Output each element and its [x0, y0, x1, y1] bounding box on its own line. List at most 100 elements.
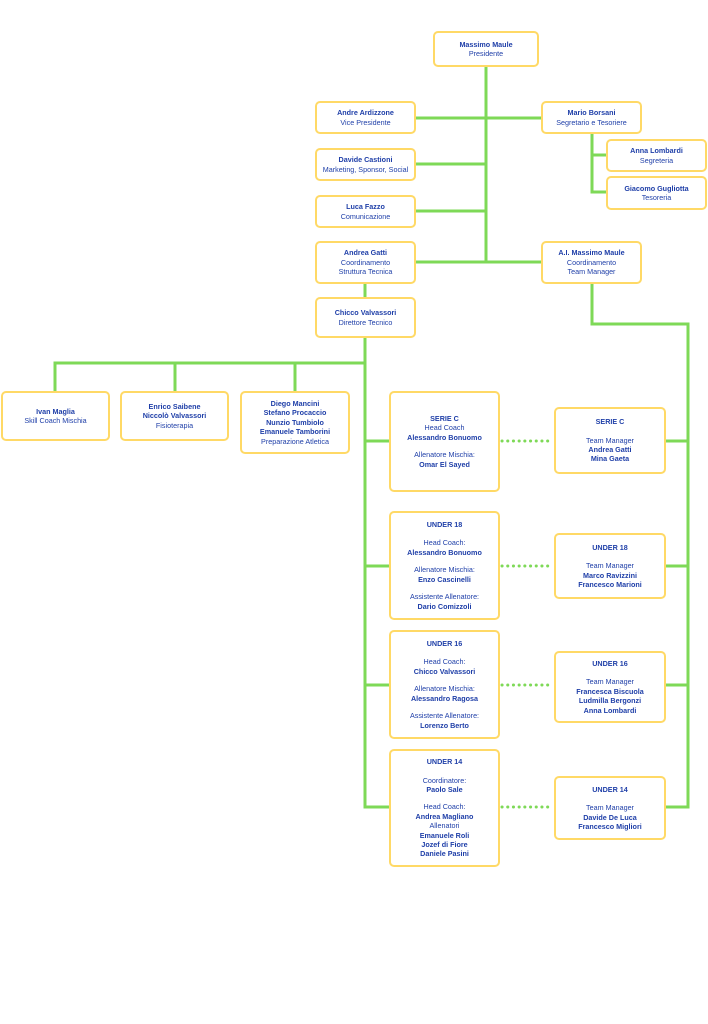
u16-coach-name2: Alessandro Ragosa — [410, 693, 479, 703]
dotted-links — [500, 439, 553, 809]
seriec-coach-title: SERIE C — [430, 413, 459, 423]
atletica-name3: Nunzio Tumbiolo — [266, 417, 324, 427]
segreteria-name: Anna Lombardi — [630, 146, 683, 156]
u18-coach-title: UNDER 18 — [426, 520, 463, 530]
vice-name: Andre Ardizzone — [337, 108, 394, 118]
coord-tecnica-role2: Struttura Tecnica — [338, 267, 393, 277]
node-preparazione-atletica: Diego Mancini Stefano Procaccio Nunzio T… — [240, 391, 350, 454]
marketing-role: Marketing, Sponsor, Social — [322, 164, 409, 174]
coord-tecnica-role1: Coordinamento — [340, 257, 391, 267]
tesoreria-name: Giacomo Gugliotta — [624, 183, 689, 193]
segreteria-role: Segreteria — [639, 155, 674, 165]
u14-coach-name2: Andrea Magliano — [415, 811, 474, 821]
node-secretary: Mario Borsani Segretario e Tesoriere — [541, 101, 642, 134]
node-tesoreria: Giacomo Gugliotta Tesoreria — [606, 176, 707, 210]
seriec-tm-name1: Andrea Gatti — [588, 445, 632, 454]
coord-tm-role2: Team Manager — [567, 267, 616, 277]
seriec-coach-label1: Head Coach — [424, 423, 465, 433]
coord-tm-role1: Coordinamento — [566, 257, 617, 267]
u16-tm-name2: Ludmilla Bergonzi — [578, 696, 642, 706]
u18-tm-label: Team Manager — [586, 561, 634, 571]
atletica-name2: Stefano Procaccio — [263, 408, 327, 418]
seriec-coach-label2: Allenatore Mischia: — [414, 450, 475, 460]
u14-coach-label3: Allenatori — [429, 821, 460, 831]
node-seriec-team-manager: SERIE C Team Manager Andrea Gatti Mina G… — [554, 407, 666, 474]
node-coord-tm: A.I. Massimo Maule Coordinamento Team Ma… — [541, 241, 642, 284]
node-direttore-tecnico: Chicco Valvassori Direttore Tecnico — [315, 297, 416, 338]
u14-tm-name2: Francesco Migliori — [578, 821, 642, 831]
secretary-role: Segretario e Tesoriere — [556, 117, 627, 127]
node-u16-coaching: UNDER 16 Head Coach: Chicco Valvassori A… — [389, 630, 500, 739]
u16-coach-label1: Head Coach: — [423, 657, 466, 667]
atletica-name4: Emanuele Tamborini — [259, 427, 331, 437]
node-coord-tecnica: Andrea Gatti Coordinamento Struttura Tec… — [315, 241, 416, 284]
node-u18-team-manager: UNDER 18 Team Manager Marco Ravizzini Fr… — [554, 533, 666, 599]
node-u14-coaching: UNDER 14 Coordinatore: Paolo Sale Head C… — [389, 749, 500, 867]
node-u18-coaching: UNDER 18 Head Coach: Alessandro Bonuomo … — [389, 511, 500, 620]
u18-coach-label3: Assistente Allenatore: — [409, 592, 480, 602]
u14-coach-name3: Emanuele Roli — [419, 830, 470, 840]
node-segreteria: Anna Lombardi Segreteria — [606, 139, 707, 172]
skill-coach-role: Skill Coach Mischia — [24, 416, 87, 425]
u14-coach-name5: Daniele Pasini — [420, 849, 469, 859]
u16-coach-label2: Allenatore Mischia: — [414, 684, 475, 694]
node-president: Massimo Maule Presidente — [433, 31, 539, 67]
node-vice-president: Andre Ardizzone Vice Presidente — [315, 101, 416, 134]
u18-coach-name3: Dario Comizzoli — [417, 601, 472, 611]
connector-secretary-staff — [590, 132, 608, 194]
u18-coach-name1: Alessandro Bonuomo — [407, 547, 482, 557]
u18-tm-name1: Marco Ravizzini — [583, 570, 637, 580]
u16-tm-name1: Francesca Biscuola — [576, 686, 644, 696]
vice-role: Vice Presidente — [340, 117, 391, 127]
u16-coach-name1: Chicco Valvassori — [413, 666, 476, 676]
node-seriec-coaching: SERIE C Head Coach Alessandro Bonuomo Al… — [389, 391, 500, 492]
node-fisioterapia: Enrico Saibene Niccolò Valvassori Fisiot… — [120, 391, 229, 441]
u16-tm-title: UNDER 16 — [592, 658, 628, 668]
u14-tm-label: Team Manager — [586, 803, 634, 813]
president-role: Presidente — [468, 49, 504, 58]
u18-coach-name2: Enzo Cascinelli — [418, 574, 471, 584]
u16-coach-label3: Assistente Allenatore: — [409, 711, 480, 721]
fisio-name1: Enrico Saibene — [148, 401, 201, 411]
seriec-coach-name2: Omar El Sayed — [419, 459, 470, 469]
fisio-role: Fisioterapia — [155, 420, 194, 430]
u18-tm-name2: Francesco Marioni — [578, 579, 642, 589]
u14-coach-label2: Head Coach: — [423, 802, 466, 812]
coord-tecnica-name: Andrea Gatti — [343, 248, 388, 258]
node-u16-team-manager: UNDER 16 Team Manager Francesca Biscuola… — [554, 651, 666, 723]
atletica-name1: Diego Mancini — [270, 398, 320, 408]
u18-coach-label1: Head Coach: — [423, 538, 466, 548]
secretary-name: Mario Borsani — [567, 108, 616, 118]
seriec-tm-title: SERIE C — [595, 417, 625, 427]
marketing-name: Davide Castioni — [338, 155, 393, 165]
u16-coach-title: UNDER 16 — [426, 639, 463, 649]
node-skill-coach: Ivan Maglia Skill Coach Mischia — [1, 391, 110, 441]
comunicazione-role: Comunicazione — [340, 211, 391, 221]
node-comunicazione: Luca Fazzo Comunicazione — [315, 195, 416, 228]
u14-coach-label1: Coordinatore: — [422, 775, 467, 785]
connector-tm-main — [590, 282, 690, 809]
u18-coach-label2: Allenatore Mischia: — [414, 565, 475, 575]
comunicazione-name: Luca Fazzo — [346, 202, 385, 212]
node-u14-team-manager: UNDER 14 Team Manager Davide De Luca Fra… — [554, 776, 666, 840]
u14-coach-name4: Jozef di Fiore — [421, 840, 468, 850]
seriec-coach-name1: Alessandro Bonuomo — [407, 432, 482, 442]
u14-coach-title: UNDER 14 — [426, 757, 463, 767]
direttore-name: Chicco Valvassori — [334, 308, 397, 318]
tesoreria-role: Tesoreria — [641, 193, 672, 202]
u16-tm-label: Team Manager — [586, 677, 634, 687]
node-marketing: Davide Castioni Marketing, Sponsor, Soci… — [315, 148, 416, 181]
seriec-tm-name2: Mina Gaeta — [590, 454, 630, 464]
connector-tech-main — [363, 336, 391, 809]
atletica-role: Preparazione Atletica — [261, 436, 329, 446]
u14-tm-name1: Davide De Luca — [583, 812, 637, 822]
coord-tm-name: A.I. Massimo Maule — [558, 248, 625, 258]
president-name: Massimo Maule — [459, 39, 513, 49]
u14-tm-title: UNDER 14 — [592, 784, 628, 794]
u14-coach-name1: Paolo Sale — [426, 784, 463, 794]
fisio-name2: Niccolò Valvassori — [142, 411, 207, 421]
seriec-tm-label: Team Manager — [586, 435, 634, 445]
skill-coach-name: Ivan Maglia — [36, 406, 75, 416]
connector-lines — [53, 64, 690, 809]
